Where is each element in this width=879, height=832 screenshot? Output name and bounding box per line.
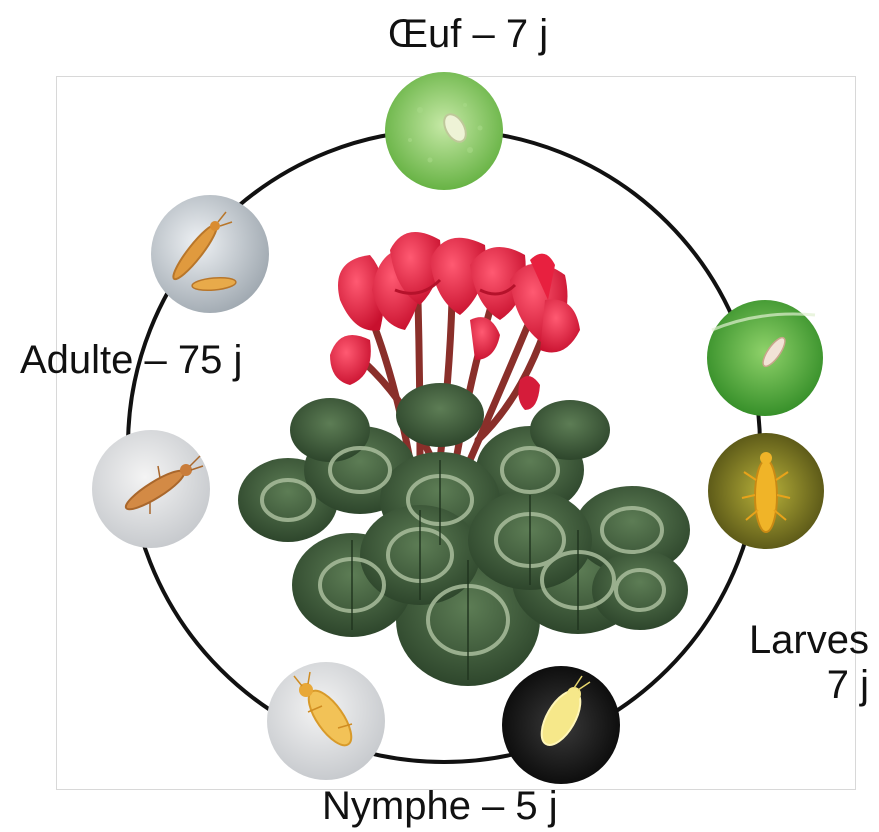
plant-flowers [330, 232, 580, 410]
label-nymph-stage: Nymphe – 5 j [322, 786, 558, 826]
stage-photo-nymph-2 [267, 662, 385, 780]
label-adult-stage: Adulte – 75 j [20, 340, 242, 380]
stage-photo-egg [385, 72, 503, 190]
stage-photo-larva-1 [707, 300, 823, 416]
label-egg-stage: Œuf – 7 j [388, 14, 548, 54]
label-larvae-stage: Larves 7 j [749, 618, 869, 708]
larva-icon [755, 460, 777, 532]
stage-photo-larva-2 [708, 433, 824, 549]
plant-leaves [238, 383, 690, 686]
stage-photo-adult-2 [151, 195, 269, 313]
stage-photo-nymph-1 [502, 666, 620, 784]
stage-photo-adult-1 [92, 430, 210, 548]
cyclamen-plant [238, 232, 690, 686]
label-larvae-duration: 7 j [749, 663, 869, 708]
label-larvae-name: Larves [749, 618, 869, 663]
